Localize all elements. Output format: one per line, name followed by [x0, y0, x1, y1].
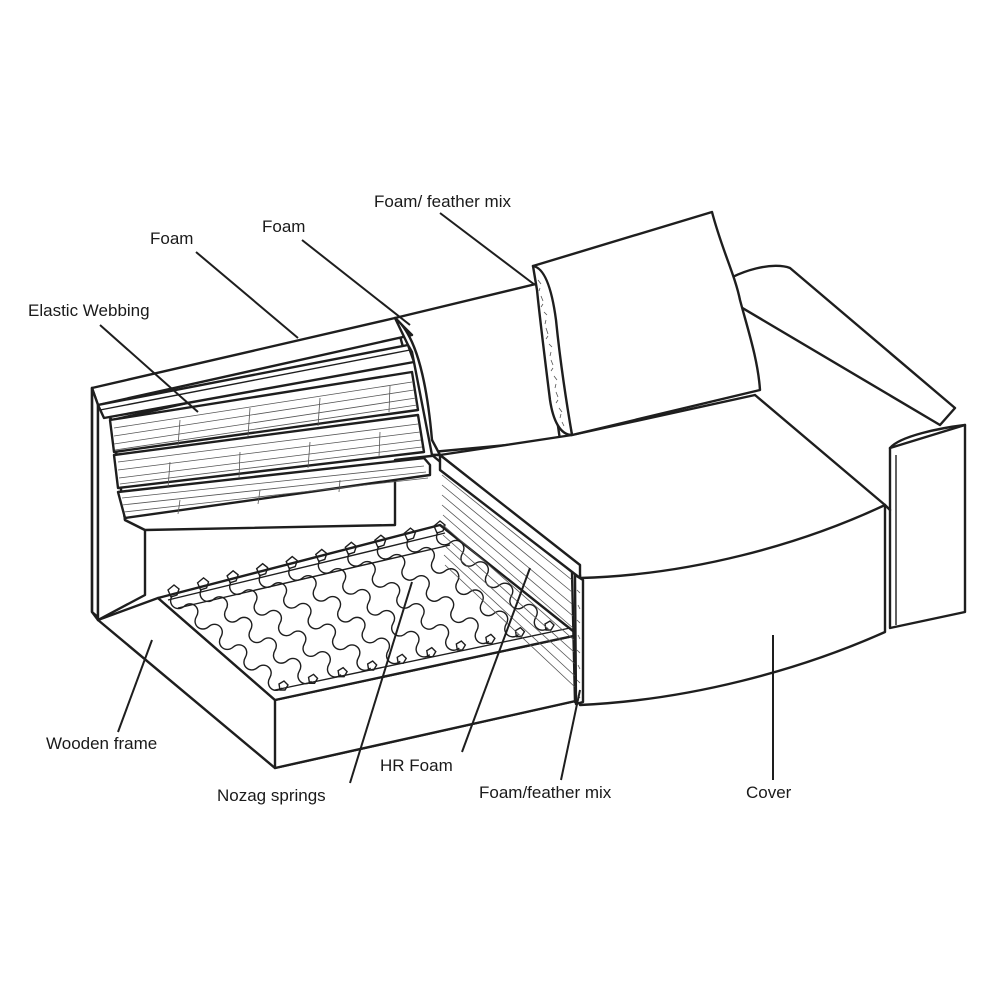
hr-foam — [430, 453, 585, 706]
spring-clip — [544, 620, 555, 631]
label-foam-left: Foam — [150, 229, 194, 248]
nozag-spring — [229, 581, 342, 678]
nozag-spring — [170, 595, 283, 692]
spring-clip — [278, 680, 289, 691]
spring-clip — [255, 562, 269, 577]
label-foam-right: Foam — [262, 217, 306, 236]
spring-clip — [285, 555, 299, 570]
sofa-back — [393, 264, 957, 454]
leader-foam-right — [301, 239, 411, 326]
leader-foam-feather-top — [439, 212, 536, 286]
spring-clip — [344, 541, 358, 556]
back-cushion — [531, 210, 762, 437]
nozag-spring — [288, 567, 401, 665]
leader-foam-feather-bottom — [560, 689, 581, 781]
label-elastic-webbing: Elastic Webbing — [28, 301, 150, 320]
spring-clip — [366, 660, 378, 671]
nozag-springs — [167, 520, 555, 692]
leader-nozag-springs — [349, 581, 413, 784]
spring-clip — [485, 633, 496, 645]
nozag-spring — [258, 574, 372, 671]
elastic-webbing — [96, 316, 442, 520]
leader-hr-foam — [461, 567, 531, 753]
spring-cross-wire — [177, 544, 451, 609]
spring-clip — [426, 646, 437, 658]
spring-clip — [226, 569, 239, 584]
nozag-spring — [317, 560, 431, 658]
spring-clip — [167, 584, 180, 598]
spring-clip — [307, 673, 319, 685]
label-foam-feather-mix-top: Foam/ feather mix — [374, 192, 511, 211]
cover-seat — [438, 393, 967, 707]
label-wooden-frame: Wooden frame — [46, 734, 158, 753]
spring-clip — [337, 666, 348, 678]
label-cover: Cover — [746, 783, 792, 802]
label-hr-foam: HR Foam — [380, 756, 453, 775]
spring-clip — [374, 534, 387, 549]
nozag-spring — [199, 588, 313, 685]
spring-clip — [396, 653, 408, 665]
spring-clip — [455, 640, 467, 651]
leader-foam-left — [195, 251, 299, 339]
leader-wooden-frame — [117, 639, 153, 733]
spring-clip — [433, 520, 446, 534]
label-foam-feather-mix-bottom: Foam/feather mix — [479, 783, 612, 802]
leader-elastic-webbing — [99, 324, 199, 413]
leader-lines — [99, 212, 774, 784]
spring-clip — [314, 548, 328, 563]
label-nozag-springs: Nozag springs — [217, 786, 326, 805]
spring-clip — [514, 626, 526, 638]
spring-clip — [196, 576, 210, 591]
spring-clip — [403, 527, 417, 541]
